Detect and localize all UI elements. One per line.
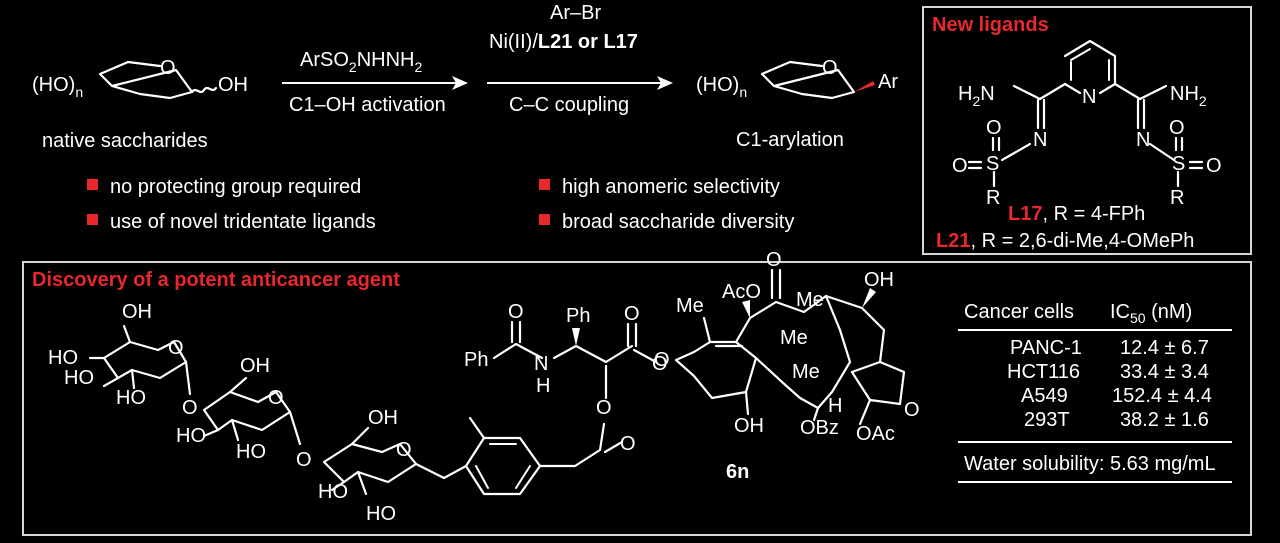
svg-text:O: O xyxy=(620,433,636,455)
svg-text:OBz: OBz xyxy=(800,417,839,439)
feature-item: broad saccharide diversity xyxy=(562,211,794,233)
svg-text:Ph: Ph xyxy=(464,349,488,371)
table-row-value: 38.2 ± 1.6 xyxy=(1120,409,1209,431)
svg-text:Ni(II)/L21 or L17: Ni(II)/L21 or L17 xyxy=(489,31,638,53)
feature-item: no protecting group required xyxy=(110,176,361,198)
svg-text:Me: Me xyxy=(796,289,824,311)
svg-text:HO: HO xyxy=(64,367,94,389)
svg-text:O: O xyxy=(1206,155,1222,177)
svg-text:OH: OH xyxy=(368,407,398,429)
svg-text:C–C coupling: C–C coupling xyxy=(509,94,629,116)
svg-text:OAc: OAc xyxy=(856,423,895,445)
svg-text:Ph: Ph xyxy=(566,305,590,327)
svg-text:Me: Me xyxy=(676,295,704,317)
svg-text:H: H xyxy=(536,375,550,397)
glucose-unit-3: OH HO HO O xyxy=(318,407,468,525)
reactant-oh: OH xyxy=(218,74,248,96)
table-row-cell: HCT116 xyxy=(1007,361,1080,383)
svg-text:OH: OH xyxy=(864,269,894,291)
table-row-cell: A549 xyxy=(1021,385,1068,407)
water-solubility: Water solubility: 5.63 mg/mL xyxy=(964,453,1216,475)
product-structure: (HO)n O Ar xyxy=(696,57,898,100)
svg-text:Me: Me xyxy=(792,361,820,383)
svg-text:O: O xyxy=(986,117,1002,139)
ligands-panel: New ligands N H2N N S O O R NH2 N S O O … xyxy=(922,6,1252,255)
svg-text:Me: Me xyxy=(780,327,808,349)
taxane-core: Me O AcO Me Me Me OH O OH OBz H OAc O xyxy=(654,249,920,445)
svg-text:AcO: AcO xyxy=(722,281,761,303)
svg-text:OH: OH xyxy=(122,301,152,323)
table-row-cell: 293T xyxy=(1024,409,1070,431)
imine-n-left: N xyxy=(1033,129,1047,151)
svg-text:OH: OH xyxy=(240,355,270,377)
svg-text:HO: HO xyxy=(236,441,266,463)
svg-text:O: O xyxy=(904,399,920,421)
svg-text:O: O xyxy=(396,439,412,461)
compound-label: 6n xyxy=(726,461,749,483)
table-row-cell: PANC-1 xyxy=(1010,337,1082,359)
svg-text:H: H xyxy=(828,395,842,417)
sulfur-left: S xyxy=(986,153,999,175)
svg-text:HO: HO xyxy=(48,347,78,369)
ligands-title: New ligands xyxy=(932,14,1049,36)
benzoate-linker: O O xyxy=(464,376,636,496)
imine-n-right: N xyxy=(1136,129,1150,151)
svg-text:O: O xyxy=(952,155,968,177)
arrow-step-1: ArSO2NHNH2 C1–OH activation xyxy=(282,49,468,116)
svg-text:HO: HO xyxy=(318,481,348,503)
svg-text:O: O xyxy=(168,337,184,359)
svg-text:H2N: H2N xyxy=(958,83,995,109)
product-ring-oxygen: O xyxy=(822,57,838,79)
svg-text:NH2: NH2 xyxy=(1170,83,1207,109)
ic50-table: Cancer cells IC50 (nM) PANC-1 12.4 ± 6.7… xyxy=(958,301,1232,483)
arrow-step-2: Ar–Br Ni(II)/L21 or L17 C–C coupling xyxy=(487,2,673,116)
product-label: C1-arylation xyxy=(736,129,844,151)
svg-text:N: N xyxy=(534,353,548,375)
svg-text:L21, R = 2,6-di-Me,4-OMePh: L21, R = 2,6-di-Me,4-OMePh xyxy=(936,230,1194,252)
sulfur-right: S xyxy=(1172,153,1185,175)
svg-text:R: R xyxy=(1170,187,1184,209)
svg-text:(HO)n: (HO)n xyxy=(696,74,747,100)
reactant-label: native saccharides xyxy=(42,130,208,152)
svg-text:O: O xyxy=(1169,117,1185,139)
svg-text:ArSO2NHNH2: ArSO2NHNH2 xyxy=(300,49,422,75)
pyridine-n: N xyxy=(1082,86,1096,108)
svg-text:O: O xyxy=(624,303,640,325)
glucose-unit-2: OH HO HO O O xyxy=(176,355,312,471)
discovery-title: Discovery of a potent anticancer agent xyxy=(32,269,400,291)
svg-text:O: O xyxy=(182,397,198,419)
table-header-ic50: IC50 (nM) xyxy=(1110,301,1192,326)
svg-text:R: R xyxy=(986,187,1000,209)
svg-text:O: O xyxy=(654,349,670,371)
product-aryl: Ar xyxy=(878,71,898,93)
svg-text:O: O xyxy=(652,353,668,375)
table-row-value: 152.4 ± 4.4 xyxy=(1112,385,1212,407)
feature-item: high anomeric selectivity xyxy=(562,176,780,198)
svg-text:(HO)n: (HO)n xyxy=(32,74,83,100)
svg-text:O: O xyxy=(296,449,312,471)
svg-text:Ar–Br: Ar–Br xyxy=(550,2,601,24)
svg-text:OH: OH xyxy=(734,415,764,437)
glucose-unit-1: OH HO HO HO O O xyxy=(48,301,198,419)
svg-text:L17, R = 4-FPh: L17, R = 4-FPh xyxy=(1008,203,1145,225)
table-header-cells: Cancer cells xyxy=(964,301,1074,323)
svg-text:O: O xyxy=(766,249,782,271)
phenylisoserine-chain: Ph O N H Ph O O xyxy=(464,301,668,397)
svg-text:O: O xyxy=(508,301,524,323)
reactant-structure: (HO)n O OH xyxy=(32,57,248,100)
svg-text:HO: HO xyxy=(116,387,146,409)
svg-text:C1–OH activation: C1–OH activation xyxy=(289,94,446,116)
table-row-value: 33.4 ± 3.4 xyxy=(1120,361,1209,383)
svg-text:O: O xyxy=(268,387,284,409)
feature-item: use of novel tridentate ligands xyxy=(110,211,376,233)
reactant-ring-oxygen: O xyxy=(160,57,176,79)
svg-text:O: O xyxy=(596,397,612,419)
svg-text:HO: HO xyxy=(366,503,396,525)
feature-list: no protecting group required use of nove… xyxy=(87,176,794,233)
reaction-scheme: (HO)n O OH native saccharides ArSO2NHNH2… xyxy=(32,2,898,152)
discovery-panel: Discovery of a potent anticancer agent O… xyxy=(22,249,1252,536)
table-row-value: 12.4 ± 6.7 xyxy=(1120,337,1209,359)
svg-text:HO: HO xyxy=(176,425,206,447)
